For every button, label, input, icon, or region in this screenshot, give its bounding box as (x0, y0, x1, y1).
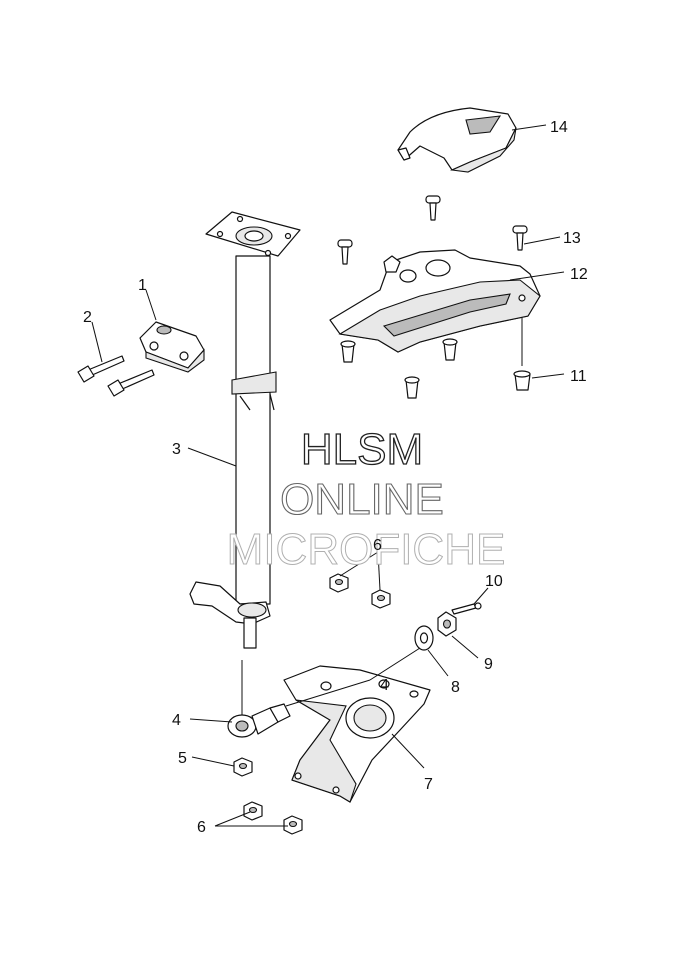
callout-10: 10 (485, 573, 503, 590)
part-7-bracket[interactable] (283, 665, 431, 803)
part-1-clamp-block[interactable] (139, 321, 205, 373)
callout-6-upper: 6 (373, 537, 382, 554)
part-13-screws[interactable] (337, 195, 528, 265)
part-10-cotter-pin[interactable] (451, 602, 482, 615)
part-11-inserts[interactable] (340, 338, 531, 399)
part-2-bolts[interactable] (77, 355, 155, 397)
part-5-nut[interactable] (233, 757, 253, 777)
callout-11: 11 (570, 368, 587, 385)
callout-13: 13 (563, 230, 581, 247)
callout-9: 9 (484, 656, 493, 673)
callout-12: 12 (570, 266, 588, 283)
callout-3: 3 (172, 441, 181, 458)
callout-labels: 1 2 3 4 4 5 6 6 7 8 9 10 11 12 13 14 (83, 119, 588, 836)
watermark-line-2: ONLINE (280, 475, 444, 524)
watermark-line-3: MICROFICHE (227, 525, 506, 574)
part-6-nuts-upper[interactable] (329, 573, 391, 609)
part-3-steering-post[interactable] (189, 211, 301, 649)
callout-4-bracket: 4 (380, 677, 389, 694)
callout-7: 7 (424, 776, 433, 793)
callout-1: 1 (138, 277, 147, 294)
part-8-washer[interactable] (414, 625, 434, 651)
callout-5: 5 (178, 750, 187, 767)
callout-14: 14 (550, 119, 568, 136)
part-6-nuts-lower[interactable] (243, 801, 303, 835)
watermark-line-1: HLSM (301, 425, 423, 474)
callout-6-lower: 6 (197, 819, 206, 836)
part-14-cover[interactable] (397, 107, 517, 173)
callout-8: 8 (451, 679, 460, 696)
part-9-nut[interactable] (437, 611, 457, 637)
part-12-console[interactable] (329, 249, 541, 353)
watermark: HLSM ONLINE MICROFICHE (226, 424, 506, 574)
callout-4-rod-end: 4 (172, 712, 181, 729)
part-4-rod-end[interactable] (227, 660, 291, 738)
callout-2: 2 (83, 309, 92, 326)
leader-lines (91, 124, 565, 827)
